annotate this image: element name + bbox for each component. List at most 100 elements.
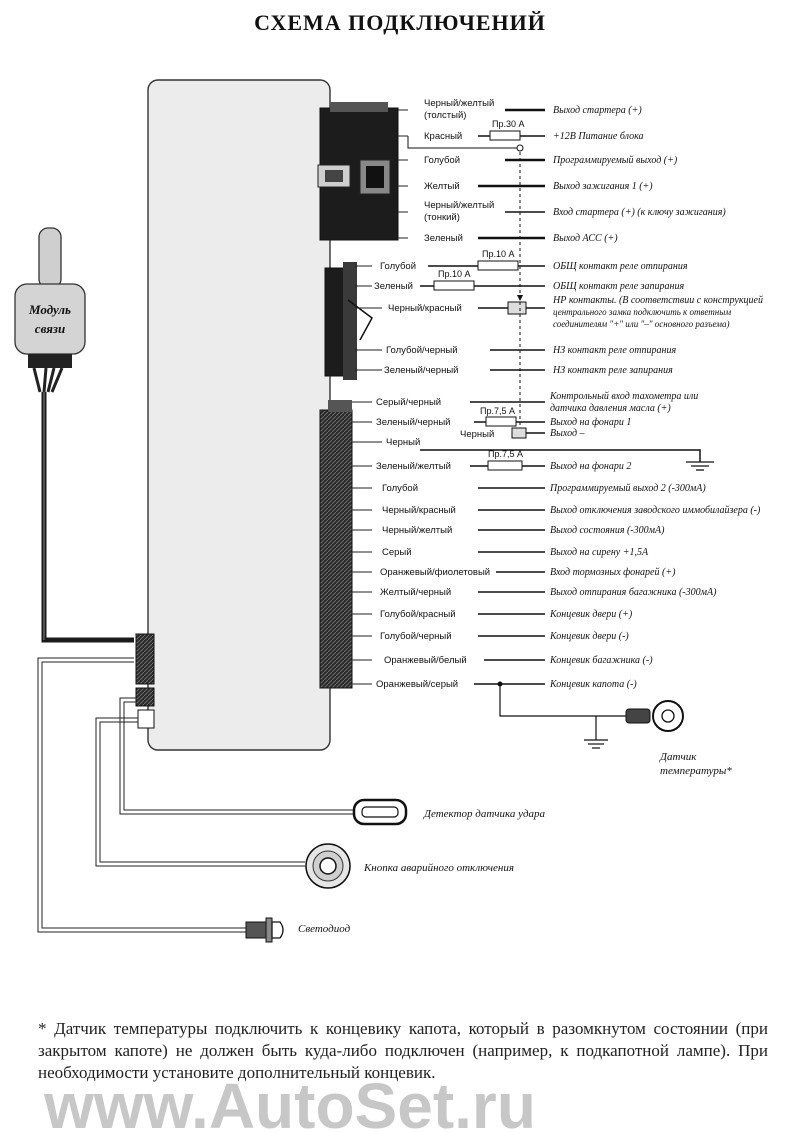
fuse-label-7-5a-1: Пр.7,5 А	[480, 406, 515, 416]
black-wire-label: Черный	[460, 429, 494, 440]
ground-symbol	[686, 461, 714, 471]
fuse-30a	[489, 130, 521, 141]
wire-color-g3-12: Оранжевый/белый	[384, 655, 467, 666]
wire-color-g3-8: Оранжевый/фиолетовый	[380, 567, 490, 578]
arrow-marker	[517, 295, 523, 301]
wire-func-g2-4: НЗ контакт реле запирания	[552, 365, 673, 376]
wire-color-g1-3: Желтый	[424, 181, 460, 192]
emergency-button-label: Кнопка аварийного отключения	[363, 862, 514, 874]
emergency-button-wire	[99, 721, 305, 863]
fuse-10a-2	[433, 280, 475, 291]
wire-func-g3-13: Концевик капота (-)	[549, 679, 637, 690]
connector-plug	[507, 301, 527, 315]
wire-func-g1-1: +12В Питание блока	[553, 131, 644, 142]
connector-plug-small	[511, 427, 527, 439]
wire-func-g2-3: НЗ контакт реле отпирания	[552, 345, 676, 356]
led-wire	[41, 661, 248, 929]
emergency-button-icon	[305, 843, 351, 889]
wire-stubs-group1	[398, 109, 408, 239]
connector-power	[317, 102, 399, 241]
comm-module-label-2: связи	[35, 321, 65, 336]
watermark: www.AutoSet.ru	[43, 1070, 536, 1133]
wire-color-g3-13: Оранжевый/серый	[376, 679, 458, 690]
wire-func-g2-0: ОБЩ контакт реле отпирания	[553, 261, 688, 272]
wire-func-g3-3: Выход на фонари 2	[550, 461, 631, 472]
wire-color-g3-7: Серый	[382, 547, 412, 558]
temp-sensor-label-1: Датчик	[659, 751, 697, 763]
wire-stubs-group2	[355, 265, 382, 371]
fuse-10a-1	[477, 260, 519, 271]
wire-note-g1-0: (толстый)	[424, 110, 466, 121]
diagram-title: СХЕМА ПОДКЛЮЧЕНИЙ	[254, 10, 546, 35]
fuse-label-10a-1: Пр.10 А	[482, 249, 515, 259]
wire-func-g3-7: Выход на сирену +1,5А	[550, 547, 649, 558]
comm-module-label-1: Модуль	[28, 302, 71, 317]
wire-func-g3-0: Контрольный вход тахометра или	[549, 391, 698, 402]
wire-color-g3-9: Желтый/черный	[380, 587, 451, 598]
temperature-sensor-icon	[625, 700, 684, 732]
wire-func2-g2-2: центрального замка подключить к ответным	[553, 307, 731, 317]
fuse-label-10a-2: Пр.10 А	[438, 269, 471, 279]
wire-func-g3-8: Вход тормозных фонарей (+)	[550, 567, 676, 578]
wire-color-g1-2: Голубой	[424, 155, 460, 166]
shock-detector-wire	[119, 697, 356, 815]
fuse-7-5a-1	[485, 416, 517, 427]
wire-color-g1-5: Зеленый	[424, 233, 463, 244]
wire-func-g1-5: Выход АСС (+)	[553, 233, 618, 244]
wire-color-g3-4: Голубой	[382, 483, 418, 494]
connector-relay	[324, 262, 373, 380]
wire-func-g2-1: ОБЩ контакт реле запирания	[553, 281, 685, 292]
wire-func-g3-4: Программируемый выход 2 (-300мА)	[549, 483, 706, 494]
wire-stubs-group3	[352, 401, 382, 685]
wire-func2-g3-0: датчика давления масла (+)	[550, 403, 671, 414]
wire-note-g1-4: (тонкий)	[424, 212, 460, 223]
wire-func-g2-2: НР контакты. (В соответствии с конструкц…	[552, 295, 763, 306]
wire-func-g3-11: Концевик двери (-)	[549, 631, 629, 642]
temp-sensor-label-2: температуры*	[660, 765, 732, 777]
ground-wire	[420, 449, 701, 462]
wire-color-g2-4: Зеленый/черный	[384, 365, 458, 376]
wire-color-g3-3: Зеленый/желтый	[376, 461, 451, 472]
shock-detector-wire	[123, 701, 356, 811]
wire-line	[407, 136, 470, 149]
wire-color-g3-0: Серый/черный	[376, 397, 441, 408]
wire-func-g3-5: Выход отключения заводского иммобилайзер…	[550, 505, 761, 516]
wire-func3-g2-2: соединителям "+" или "–" основного разъе…	[553, 319, 729, 329]
fuse-7-5a-2	[487, 460, 523, 471]
shock-detector-label: Детектор датчика удара	[423, 808, 546, 820]
wire-func-g1-2: Программируемый выход (+)	[552, 155, 678, 166]
wire-func-g3-9: Выход отпирания багажника (-300мА)	[550, 587, 717, 598]
wire-func-g1-0: Выход стартера (+)	[553, 105, 642, 116]
wire-color-g3-5: Черный/красный	[382, 505, 456, 516]
fuse-label-7-5a-2: Пр.7,5 А	[488, 449, 523, 459]
sensor-wire	[499, 684, 628, 717]
footnote: * Датчик температуры подключить к концев…	[38, 1019, 768, 1082]
wire-func-g1-3: Выход зажигания 1 (+)	[553, 181, 653, 192]
wire-junction	[516, 144, 524, 152]
emergency-button-wire	[95, 717, 305, 867]
wire-color-g2-1: Зеленый	[374, 281, 413, 292]
comm-module: Модуль связи	[14, 227, 134, 643]
wire-color-g1-4: Черный/желтый	[424, 200, 494, 211]
wire-func-g3-12: Концевик багажника (-)	[549, 655, 653, 666]
led-wire	[37, 657, 248, 933]
wire-func-g1-4: Вход стартера (+) (к ключу зажигания)	[553, 207, 726, 218]
fuse-label-30a: Пр.30 А	[492, 119, 525, 129]
led-label: Светодиод	[298, 923, 351, 935]
wire-color-g3-6: Черный/желтый	[382, 525, 452, 536]
connector-small	[135, 633, 155, 729]
connector-main	[319, 400, 353, 689]
ground-symbol	[584, 739, 608, 749]
wire-color-g2-0: Голубой	[380, 261, 416, 272]
led-icon	[245, 917, 284, 943]
shock-detector-icon	[352, 798, 408, 826]
wire-color-g3-11: Голубой/черный	[380, 631, 452, 642]
wire-color-g2-2: Черный/красный	[388, 303, 462, 314]
wire-color-g3-10: Голубой/красный	[380, 609, 456, 620]
main-unit-body	[147, 79, 331, 751]
wire-func-g3-6: Выход состояния (-300мА)	[550, 525, 665, 536]
wire-color-g3-1: Зеленый/черный	[376, 417, 450, 428]
wire-func-g3-1: Выход на фонари 1	[550, 417, 631, 428]
wire-color-g1-1: Красный	[424, 131, 462, 142]
